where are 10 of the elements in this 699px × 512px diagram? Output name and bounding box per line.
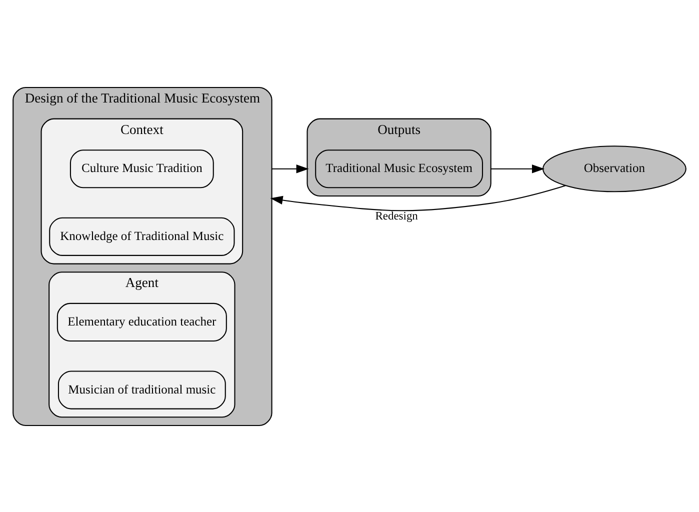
edge-label: Redesign [375, 210, 418, 222]
node-ellipse: Observation [542, 145, 686, 192]
arrow [270, 184, 566, 211]
node-box: Musician of traditional music [58, 370, 226, 409]
node-box: Culture Music Tradition [70, 149, 214, 188]
node-box: Knowledge of Traditional Music [49, 216, 235, 256]
arrow [272, 164, 309, 173]
node-box: Traditional Music Ecosystem [315, 149, 484, 188]
node-box: Elementary education teacher [56, 302, 227, 342]
arrow [490, 164, 545, 173]
